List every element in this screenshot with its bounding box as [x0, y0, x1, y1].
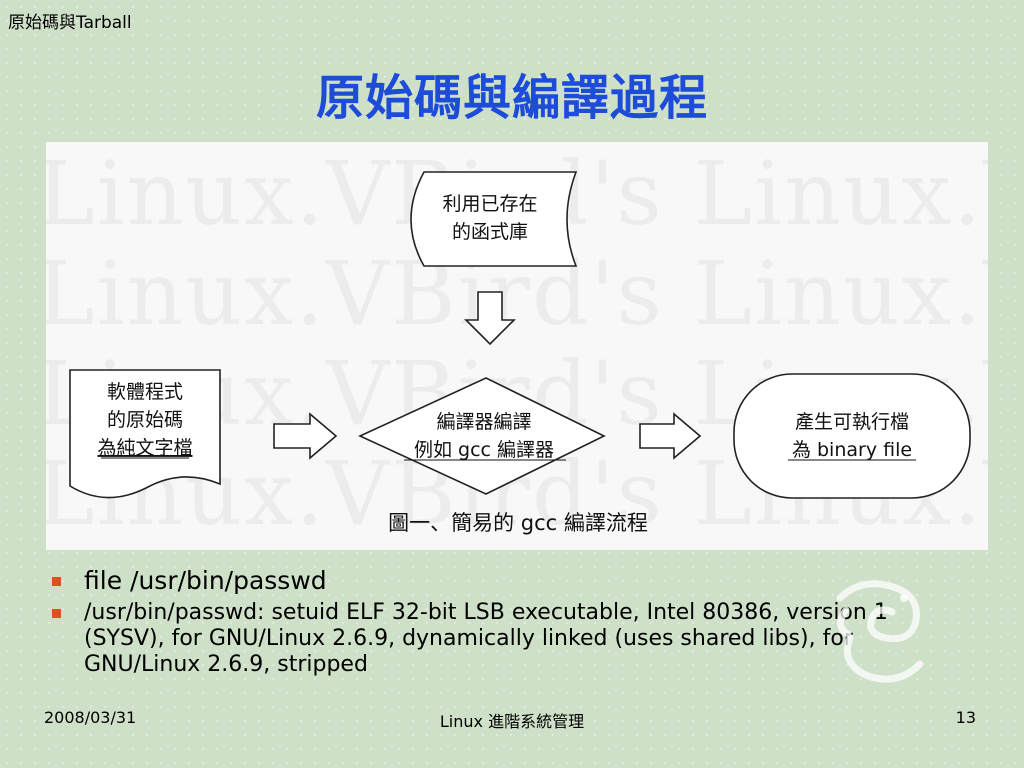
bullet-list: file /usr/bin/passwd /usr/bin/passwd: se…	[48, 566, 908, 686]
output-terminal-shape	[733, 373, 971, 499]
bullet-text-2: /usr/bin/passwd: setuid ELF 32-bit LSB e…	[84, 600, 888, 677]
footer-page-number: 13	[955, 708, 976, 727]
source-line-3: 為純文字檔	[97, 437, 192, 459]
square-bullet-icon	[52, 609, 61, 618]
compiler-diamond-shape	[358, 377, 606, 495]
source-line-2: 的原始碼	[107, 409, 183, 431]
flowchart-diagram: Linux.VBird's Linux.VBird's Linux.VBird'…	[46, 142, 988, 545]
right-arrow-icon-1	[273, 412, 338, 460]
bullet-text-1: file /usr/bin/passwd	[84, 566, 327, 595]
footer-course-title: Linux 進階系統管理	[439, 712, 585, 731]
compiler-line-1: 編譯器編譯	[436, 411, 531, 433]
figure-caption: 圖一、簡易的 gcc 編譯流程	[388, 511, 648, 535]
source-document-shape	[69, 369, 221, 499]
dragon-ornament-icon	[836, 580, 924, 683]
output-line-1: 產生可執行檔	[795, 411, 909, 433]
source-line-1: 軟體程式	[107, 381, 183, 403]
slide-title: 原始碼與編譯過程	[315, 70, 708, 126]
library-shape	[410, 171, 578, 267]
library-line-2: 的函式庫	[452, 221, 528, 243]
bullet-item-1: file /usr/bin/passwd	[48, 566, 908, 596]
section-label: 原始碼與Tarball	[8, 13, 132, 33]
down-arrow-icon	[464, 291, 516, 346]
bullet-item-2: /usr/bin/passwd: setuid ELF 32-bit LSB e…	[48, 600, 908, 678]
footer-date: 2008/03/31	[44, 708, 137, 727]
output-line-2: 為 binary file	[792, 439, 912, 461]
compiler-line-2: 例如 gcc 編譯器	[414, 439, 554, 461]
compile-flow-figure: Linux.VBird's Linux.VBird's Linux.VBird'…	[46, 142, 988, 550]
library-line-1: 利用已存在	[442, 193, 537, 215]
right-arrow-icon-2	[639, 412, 702, 460]
square-bullet-icon	[52, 577, 61, 586]
